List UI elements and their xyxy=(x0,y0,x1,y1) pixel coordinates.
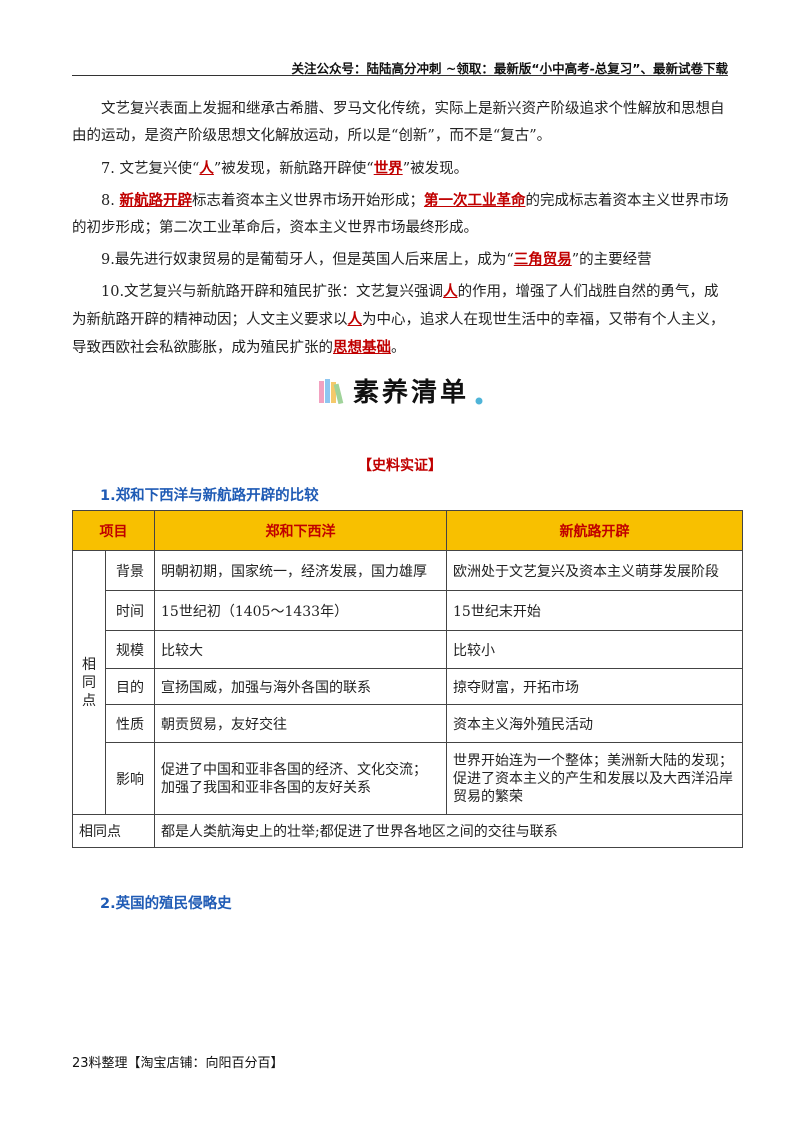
row-attr: 性质 xyxy=(105,704,155,743)
comparison-table: 项目 郑和下西洋 新航路开辟 相同点 背景 明朝初期，国家统一，经济发展，国力雄… xyxy=(72,510,743,848)
paragraph-9: 9.最先进行奴隶贸易的是葡萄牙人，但是英国人后来居上，成为“三角贸易”的主要经营 xyxy=(101,251,652,268)
row-attr: 规模 xyxy=(105,630,155,669)
table-row: 时间 15世纪初（1405～1433年） 15世纪末开始 xyxy=(73,590,743,631)
cell-new-route: 掠夺财富，开拓市场 xyxy=(446,668,743,705)
table-row: 目的 宣扬国威，加强与海外各国的联系 掠夺财富，开拓市场 xyxy=(73,668,743,705)
cell-zhenghe: 促进了中国和亚非各国的经济、文化交流；加强了我国和亚非各国的友好关系 xyxy=(154,742,447,815)
row-attr: 影响 xyxy=(105,742,155,815)
paragraph-10: 10.文艺复兴与新航路开辟和殖民扩张：文艺复兴强调人的作用，增强了人们战胜自然的… xyxy=(72,283,725,356)
subhead-comparison: 1.郑和下西洋与新航路开辟的比较 xyxy=(100,488,319,504)
table-row: 相同点 背景 明朝初期，国家统一，经济发展，国力雄厚 欧洲处于文艺复兴及资本主义… xyxy=(72,550,743,815)
header-new-route: 新航路开辟 xyxy=(446,510,743,551)
footer-text-cell: 都是人类航海史上的壮举;都促进了世界各地区之间的交往与联系 xyxy=(154,814,743,848)
cell-new-route: 比较小 xyxy=(446,630,743,669)
table-header-row: 项目 郑和下西洋 新航路开辟 xyxy=(72,510,743,551)
banner-title: 素养清单 xyxy=(352,378,469,408)
paragraph-renaissance: 文艺复兴表面上发掘和继承古希腊、罗马文化传统，实际上是新兴资产阶级追求个性解放和… xyxy=(72,101,725,144)
header-zhenghe: 郑和下西洋 xyxy=(154,510,447,551)
row-attr: 目的 xyxy=(105,668,155,705)
page-header: 关注公众号：陆陆高分冲刺 ~领取：最新版“小中高考-总复习”、最新试卷下载 xyxy=(291,61,728,76)
cell-new-route: 资本主义海外殖民活动 xyxy=(446,704,743,743)
cell-new-route: 15世纪末开始 xyxy=(446,590,743,631)
table-row: 影响 促进了中国和亚非各国的经济、文化交流；加强了我国和亚非各国的友好关系 世界… xyxy=(73,742,743,815)
header-item: 项目 xyxy=(72,510,155,551)
cell-zhenghe: 宣扬国威，加强与海外各国的联系 xyxy=(154,668,447,705)
page-footer: 23料整理【淘宝店铺：向阳百分百】 xyxy=(72,1056,284,1071)
cell-new-route: 欧洲处于文艺复兴及资本主义萌芽发展阶段 xyxy=(446,550,743,591)
table-row: 规模 比较大 比较小 xyxy=(73,630,743,669)
footer-label-cell: 相同点 xyxy=(72,814,155,848)
subhead-british-colonial: 2.英国的殖民侵略史 xyxy=(100,896,232,912)
cell-new-route: 世界开始连为一个整体；美洲新大陆的发现；促进了资本主义的产生和发展以及大西洋沿岸… xyxy=(446,742,743,815)
table-row: 性质 朝贡贸易，友好交往 资本主义海外殖民活动 xyxy=(73,704,743,743)
section-tag: 【史料实证】 xyxy=(358,458,442,474)
paragraph-7: 7. 文艺复兴使“人”被发现，新航路开辟使“世界”被发现。 xyxy=(101,160,469,177)
cell-zhenghe: 15世纪初（1405～1433年） xyxy=(154,590,447,631)
literacy-banner: 素养清单 xyxy=(0,372,800,410)
row-attr: 时间 xyxy=(105,590,155,631)
table-footer-row: 相同点 都是人类航海史上的壮举;都促进了世界各地区之间的交往与联系 xyxy=(72,814,743,848)
dot-icon xyxy=(475,397,483,405)
cell-zhenghe: 朝贡贸易，友好交往 xyxy=(154,704,447,743)
cell-zhenghe: 明朝初期，国家统一，经济发展，国力雄厚 xyxy=(154,550,447,591)
cell-zhenghe: 比较大 xyxy=(154,630,447,669)
header-rule xyxy=(72,75,728,76)
paragraph-8: 8. 新航路开辟标志着资本主义世界市场开始形成；第一次工业革命的完成标志着资本主… xyxy=(72,192,729,236)
row-attr: 背景 xyxy=(105,550,155,591)
group-label-cell: 相同点 xyxy=(72,550,106,815)
books-icon xyxy=(318,378,344,404)
